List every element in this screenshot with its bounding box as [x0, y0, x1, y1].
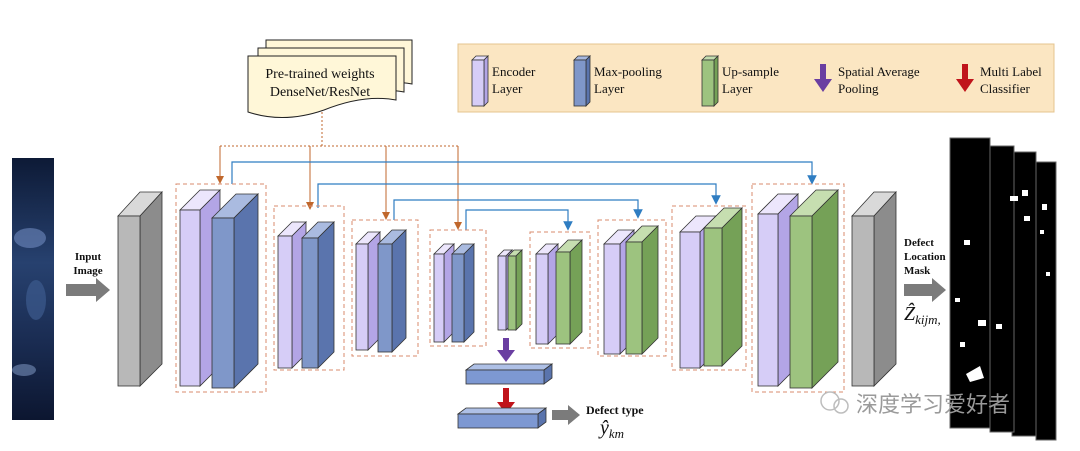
legend-encoder-line2: Layer [492, 81, 523, 96]
upsample-block-4 [703, 207, 743, 367]
defect-type-label: Defect type [586, 403, 644, 417]
stage-box-encoder-1 [175, 183, 267, 393]
upsample-block-5 [789, 189, 839, 389]
defect-type-arrow-icon [552, 405, 580, 425]
legend-pooling-line1: Spatial Average [838, 64, 920, 79]
legend-maxpool-line2: Layer [594, 81, 625, 96]
stage-box-decoder-3 [671, 205, 747, 371]
input-label-line2: Image [73, 265, 102, 277]
maxpool-block-1 [211, 193, 259, 389]
input-label-line1: Input [75, 251, 102, 263]
legend-pooling-line2: Pooling [838, 81, 879, 96]
legend-maxpool-line1: Max-pooling [594, 64, 662, 79]
weights-doc-line1: Pre-trained weights [265, 67, 374, 82]
encoder-block-3 [355, 231, 381, 351]
layer-blocks [179, 189, 839, 389]
encoder-layer-icon [471, 55, 489, 107]
classifier-output-bar [456, 407, 548, 429]
output-label-line1: Defect [904, 237, 934, 249]
legend-classifier-line2: Classifier [980, 81, 1030, 96]
upsample-block-3 [625, 225, 659, 355]
output-label-line2: Location [904, 251, 946, 263]
pretrained-weights-document-icon: Pre-trained weights DenseNet/ResNet [247, 39, 413, 119]
pooled-feature-bar [464, 363, 554, 385]
input-arrow-icon [66, 278, 110, 302]
legend-background [457, 43, 1055, 113]
stage-box-encoder-2 [273, 205, 345, 371]
stage-boxes [175, 183, 845, 393]
defect-spots [955, 190, 1050, 382]
input-conv-block [117, 190, 163, 387]
output-arrow-icon [904, 278, 946, 302]
legend-encoder-line1: Encoder [492, 64, 536, 79]
watermark-text: 深度学习爱好者 [856, 392, 1010, 417]
legend: Encoder Layer Max-pooling Layer Up-sampl… [457, 43, 1055, 113]
red-down-arrow-icon [956, 64, 974, 92]
stage-box-decoder-4 [751, 183, 845, 393]
skip-connections [231, 161, 817, 231]
stage-box-decoder-1 [529, 231, 591, 349]
maxpool-block-4 [451, 243, 475, 343]
upsample-block-2 [555, 239, 583, 345]
output-symbol: Ẑkijm, [904, 302, 941, 327]
weights-doc-line2: DenseNet/ResNet [270, 85, 370, 100]
spatial-average-pooling-arrow [497, 338, 515, 362]
maxpool-block-3 [377, 229, 407, 353]
output-label-line3: Mask [904, 265, 931, 277]
pretrained-weight-connectors [216, 112, 462, 230]
up-sample-layer-icon [701, 55, 719, 107]
stage-box-encoder-3 [351, 219, 419, 357]
maxpool-block-2 [301, 221, 335, 369]
upsample-block-1 [507, 249, 523, 331]
legend-upsample-line1: Up-sample [722, 64, 779, 79]
encoder-block-d2 [603, 229, 635, 355]
encoder-block-4 [433, 243, 455, 343]
stage-box-decoder-2 [597, 219, 667, 357]
legend-upsample-line2: Layer [722, 81, 753, 96]
legend-classifier-line1: Multi Label [980, 64, 1042, 79]
stage-box-encoder-4 [429, 229, 487, 347]
output-conv-block [851, 190, 897, 387]
defect-type-symbol: ŷkm [598, 417, 624, 441]
max-pooling-layer-icon [573, 55, 591, 107]
purple-down-arrow-icon [814, 64, 832, 92]
watermark: 深度学习爱好者 [820, 391, 1010, 417]
encoder-block-d1 [535, 243, 559, 345]
wechat-icon [820, 391, 840, 411]
input-image [12, 158, 54, 420]
output-mask-stack [949, 137, 1057, 441]
